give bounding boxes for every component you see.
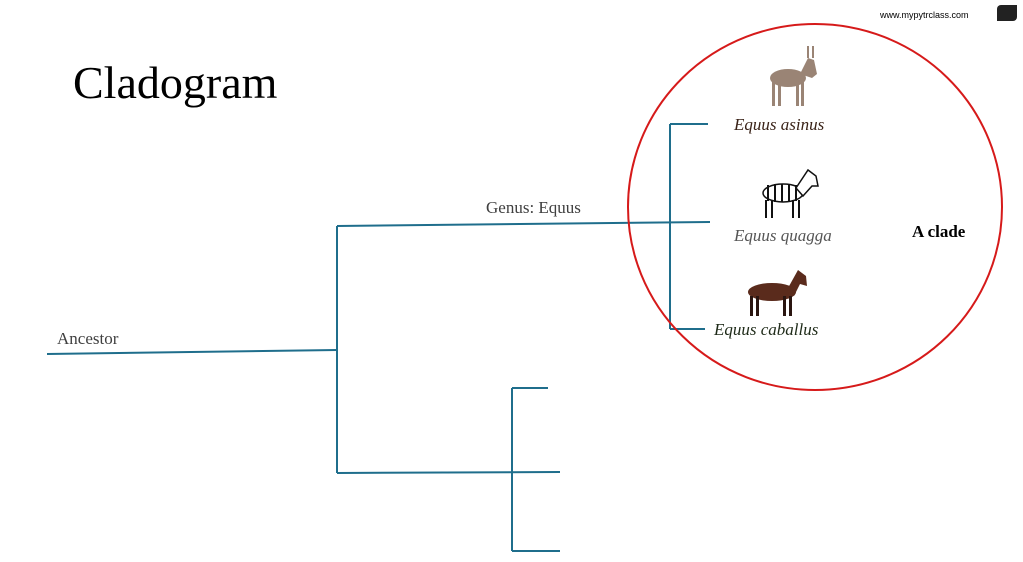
watermark-text: www.mypytrclass.com [880, 10, 969, 20]
genus-branch [336, 221, 711, 227]
species-label-caballus: Equus caballus [714, 320, 819, 339]
genus-label: Genus: Equus [486, 198, 581, 217]
page-title: Cladogram [73, 57, 278, 108]
lower-branch [336, 471, 561, 474]
ancestor-branch [46, 349, 338, 355]
horse-icon [748, 270, 807, 316]
species-label-quagga: Equus quagga [734, 226, 832, 245]
donkey-icon [770, 46, 817, 106]
clade-circle [627, 23, 1003, 391]
species-label-asinus: Equus asinus [734, 115, 825, 134]
clade-label: A clade [912, 222, 966, 241]
tree-branches [46, 123, 711, 552]
ancestor-label: Ancestor [57, 329, 119, 348]
watermark-logo-icon [997, 5, 1017, 21]
zebra-icon [762, 168, 819, 218]
